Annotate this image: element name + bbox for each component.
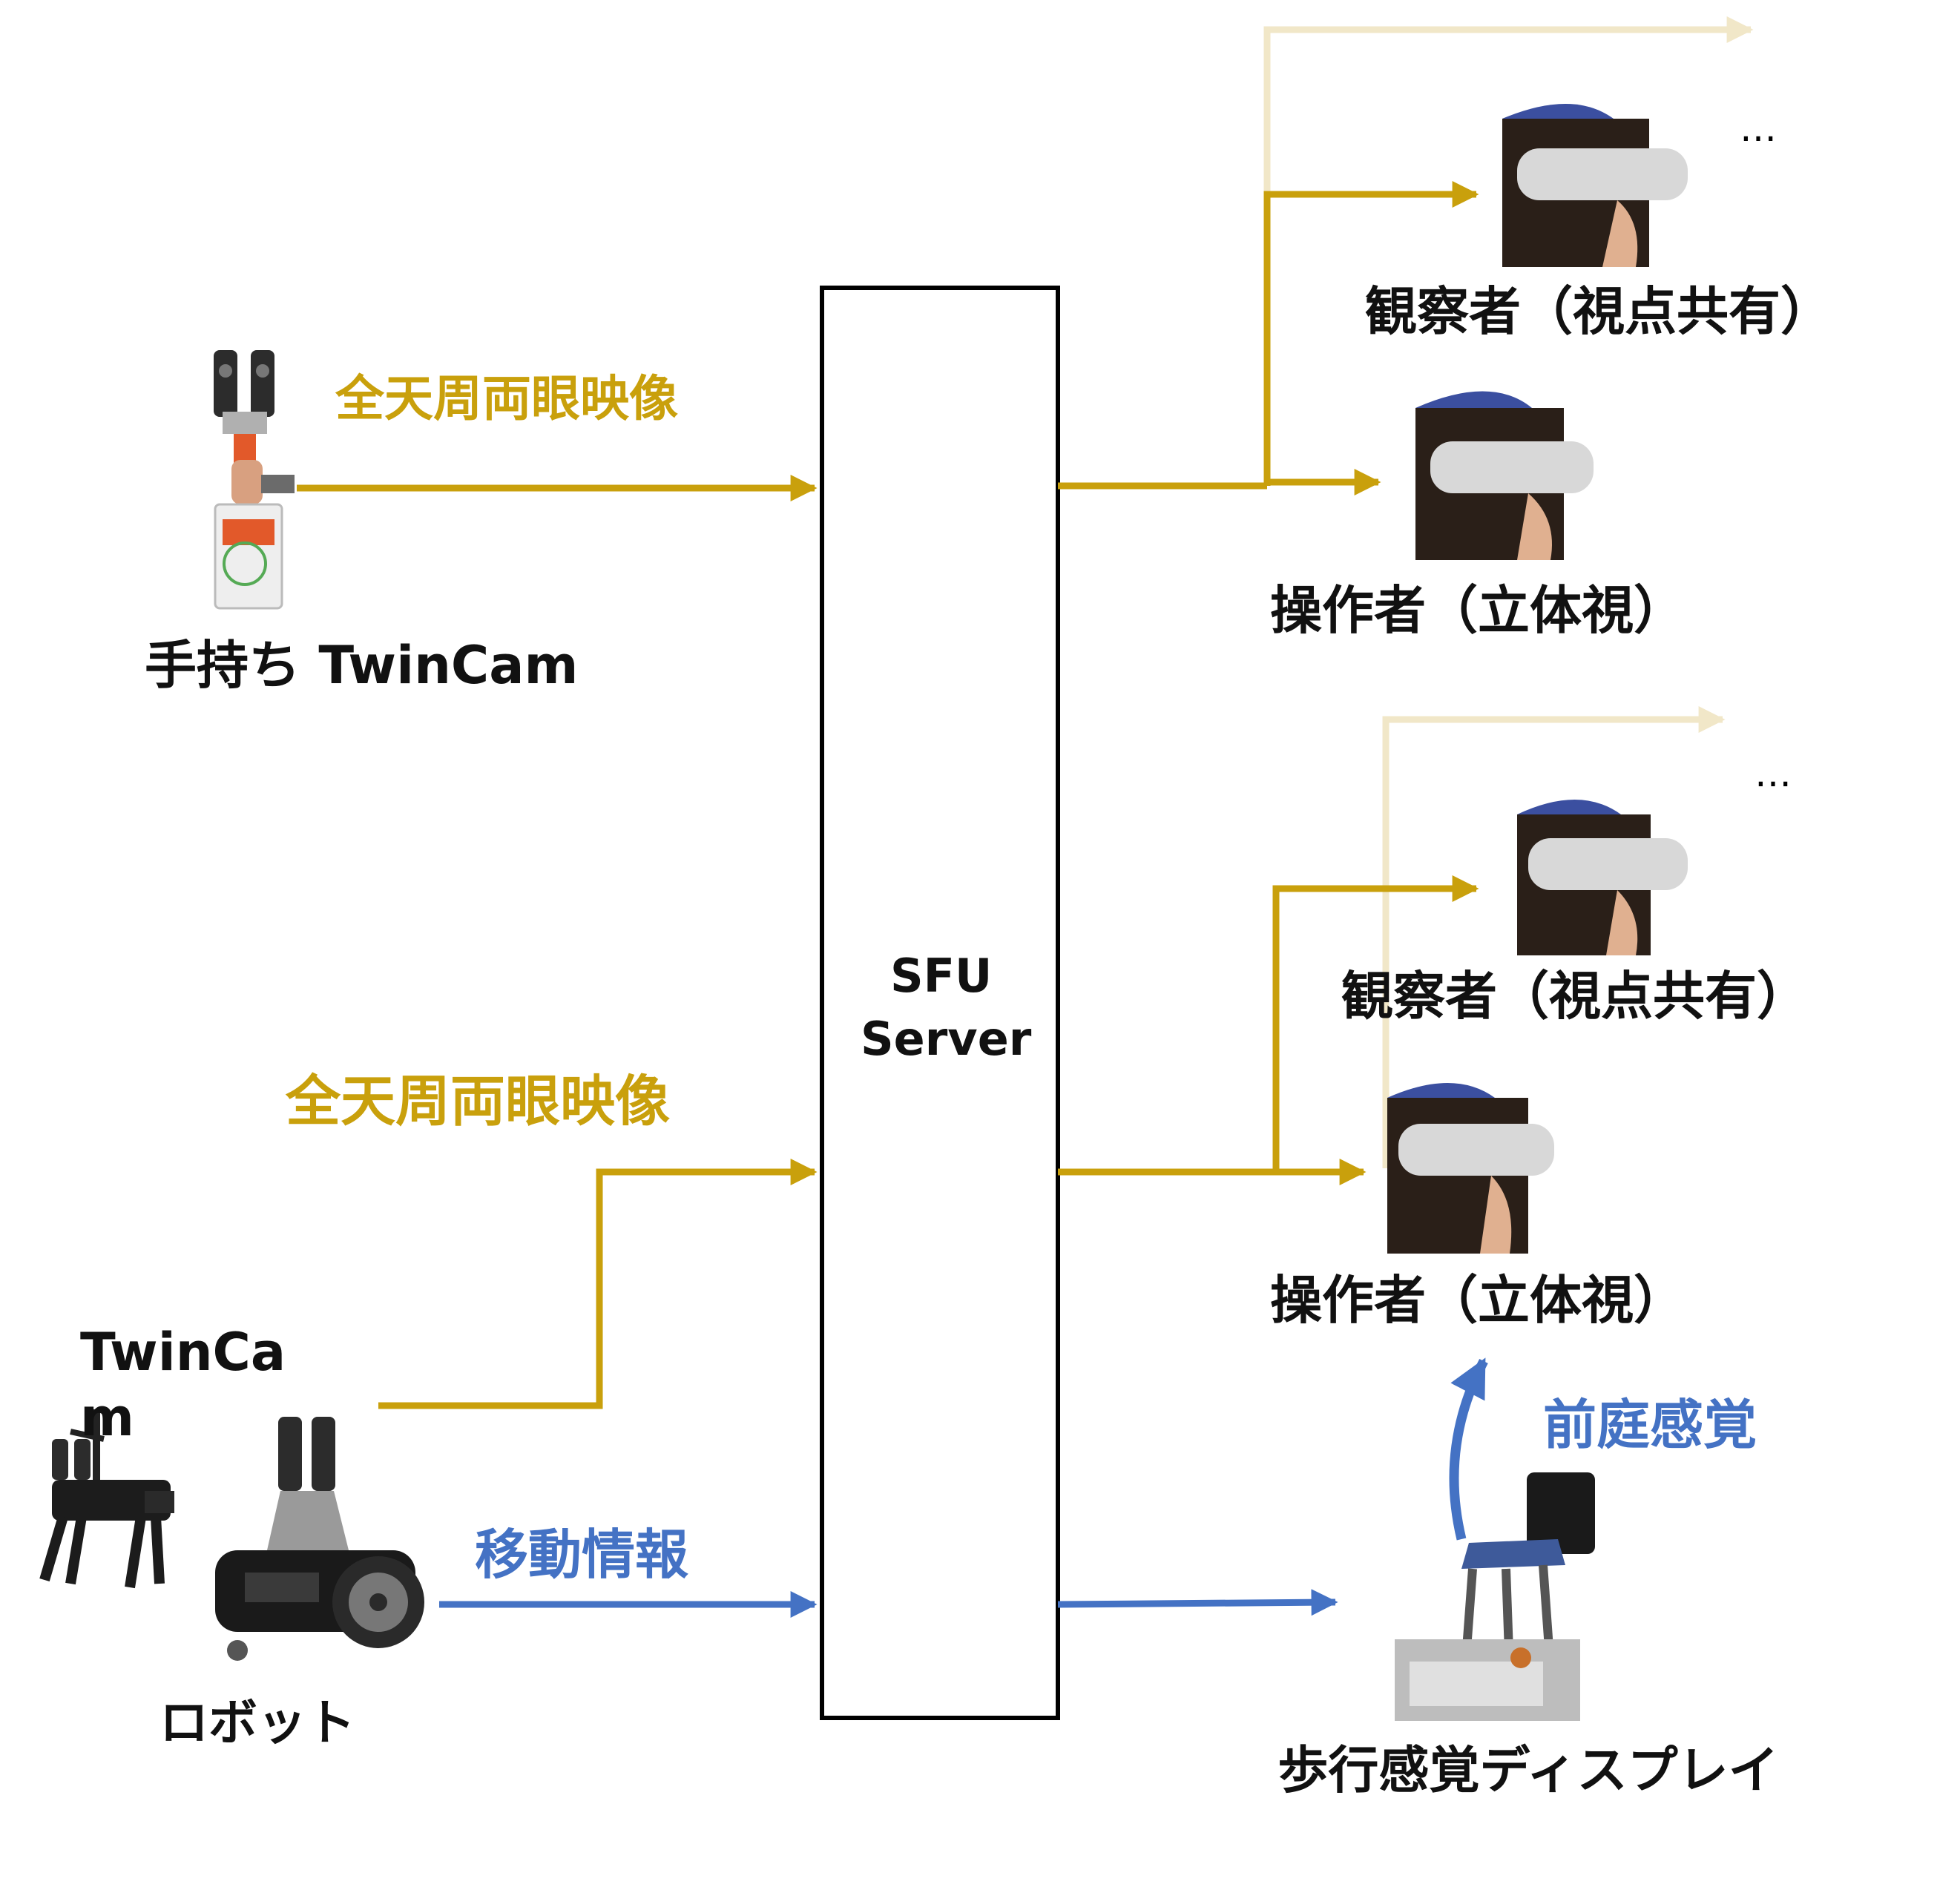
ellipsis-2: … <box>1755 752 1792 795</box>
broadcast-arrow-lower <box>1382 706 1726 1168</box>
operator-1-arrow <box>1263 469 1381 495</box>
walking-display-label: 歩行感覚ディスプレイ <box>1277 1742 1779 1800</box>
observer-2-label: 観察者（視点共有） <box>1341 966 1809 1027</box>
observer-1-label: 観察者（視点共有） <box>1365 281 1832 342</box>
wheeled-robot-icon <box>215 1417 424 1661</box>
robot-label: ロボット <box>160 1694 355 1751</box>
movement-info-label: 移動情報 <box>475 1524 689 1586</box>
server-label-line2: Server <box>861 1012 1032 1066</box>
movement-out-arrow <box>1057 1589 1338 1616</box>
vr-headset-person-icon <box>1502 104 1688 267</box>
vr-headset-person-icon <box>1517 800 1688 955</box>
sfu-server-box <box>820 286 1060 1720</box>
observer-2-arrow <box>1272 875 1479 1172</box>
server-label-line1: SFU <box>890 949 993 1003</box>
ellipsis-1: … <box>1740 107 1777 150</box>
twincam-label: TwinCa m <box>80 1322 286 1448</box>
operator-1-label: 操作者（立体視） <box>1270 580 1686 641</box>
robot-stream-label: 全天周両眼映像 <box>286 1070 670 1133</box>
robot-stream-arrow <box>378 1159 818 1409</box>
handheld-stream-label: 全天周両眼映像 <box>335 370 678 427</box>
quadruped-robot-icon <box>39 1409 174 1589</box>
vr-headset-person-icon <box>1387 1083 1554 1254</box>
vr-headset-person-icon <box>1415 391 1594 560</box>
operator-2-label: 操作者（立体視） <box>1270 1270 1686 1331</box>
vestibular-label: 前庭感覚 <box>1543 1394 1757 1456</box>
handheld-twincam-icon <box>214 350 295 610</box>
observer-1-arrow <box>1263 181 1479 486</box>
handheld-twincam-label: 手持ち TwinCam <box>145 635 579 696</box>
walking-display-chair-icon <box>1395 1472 1595 1721</box>
vestibular-arrow <box>1449 1357 1488 1541</box>
